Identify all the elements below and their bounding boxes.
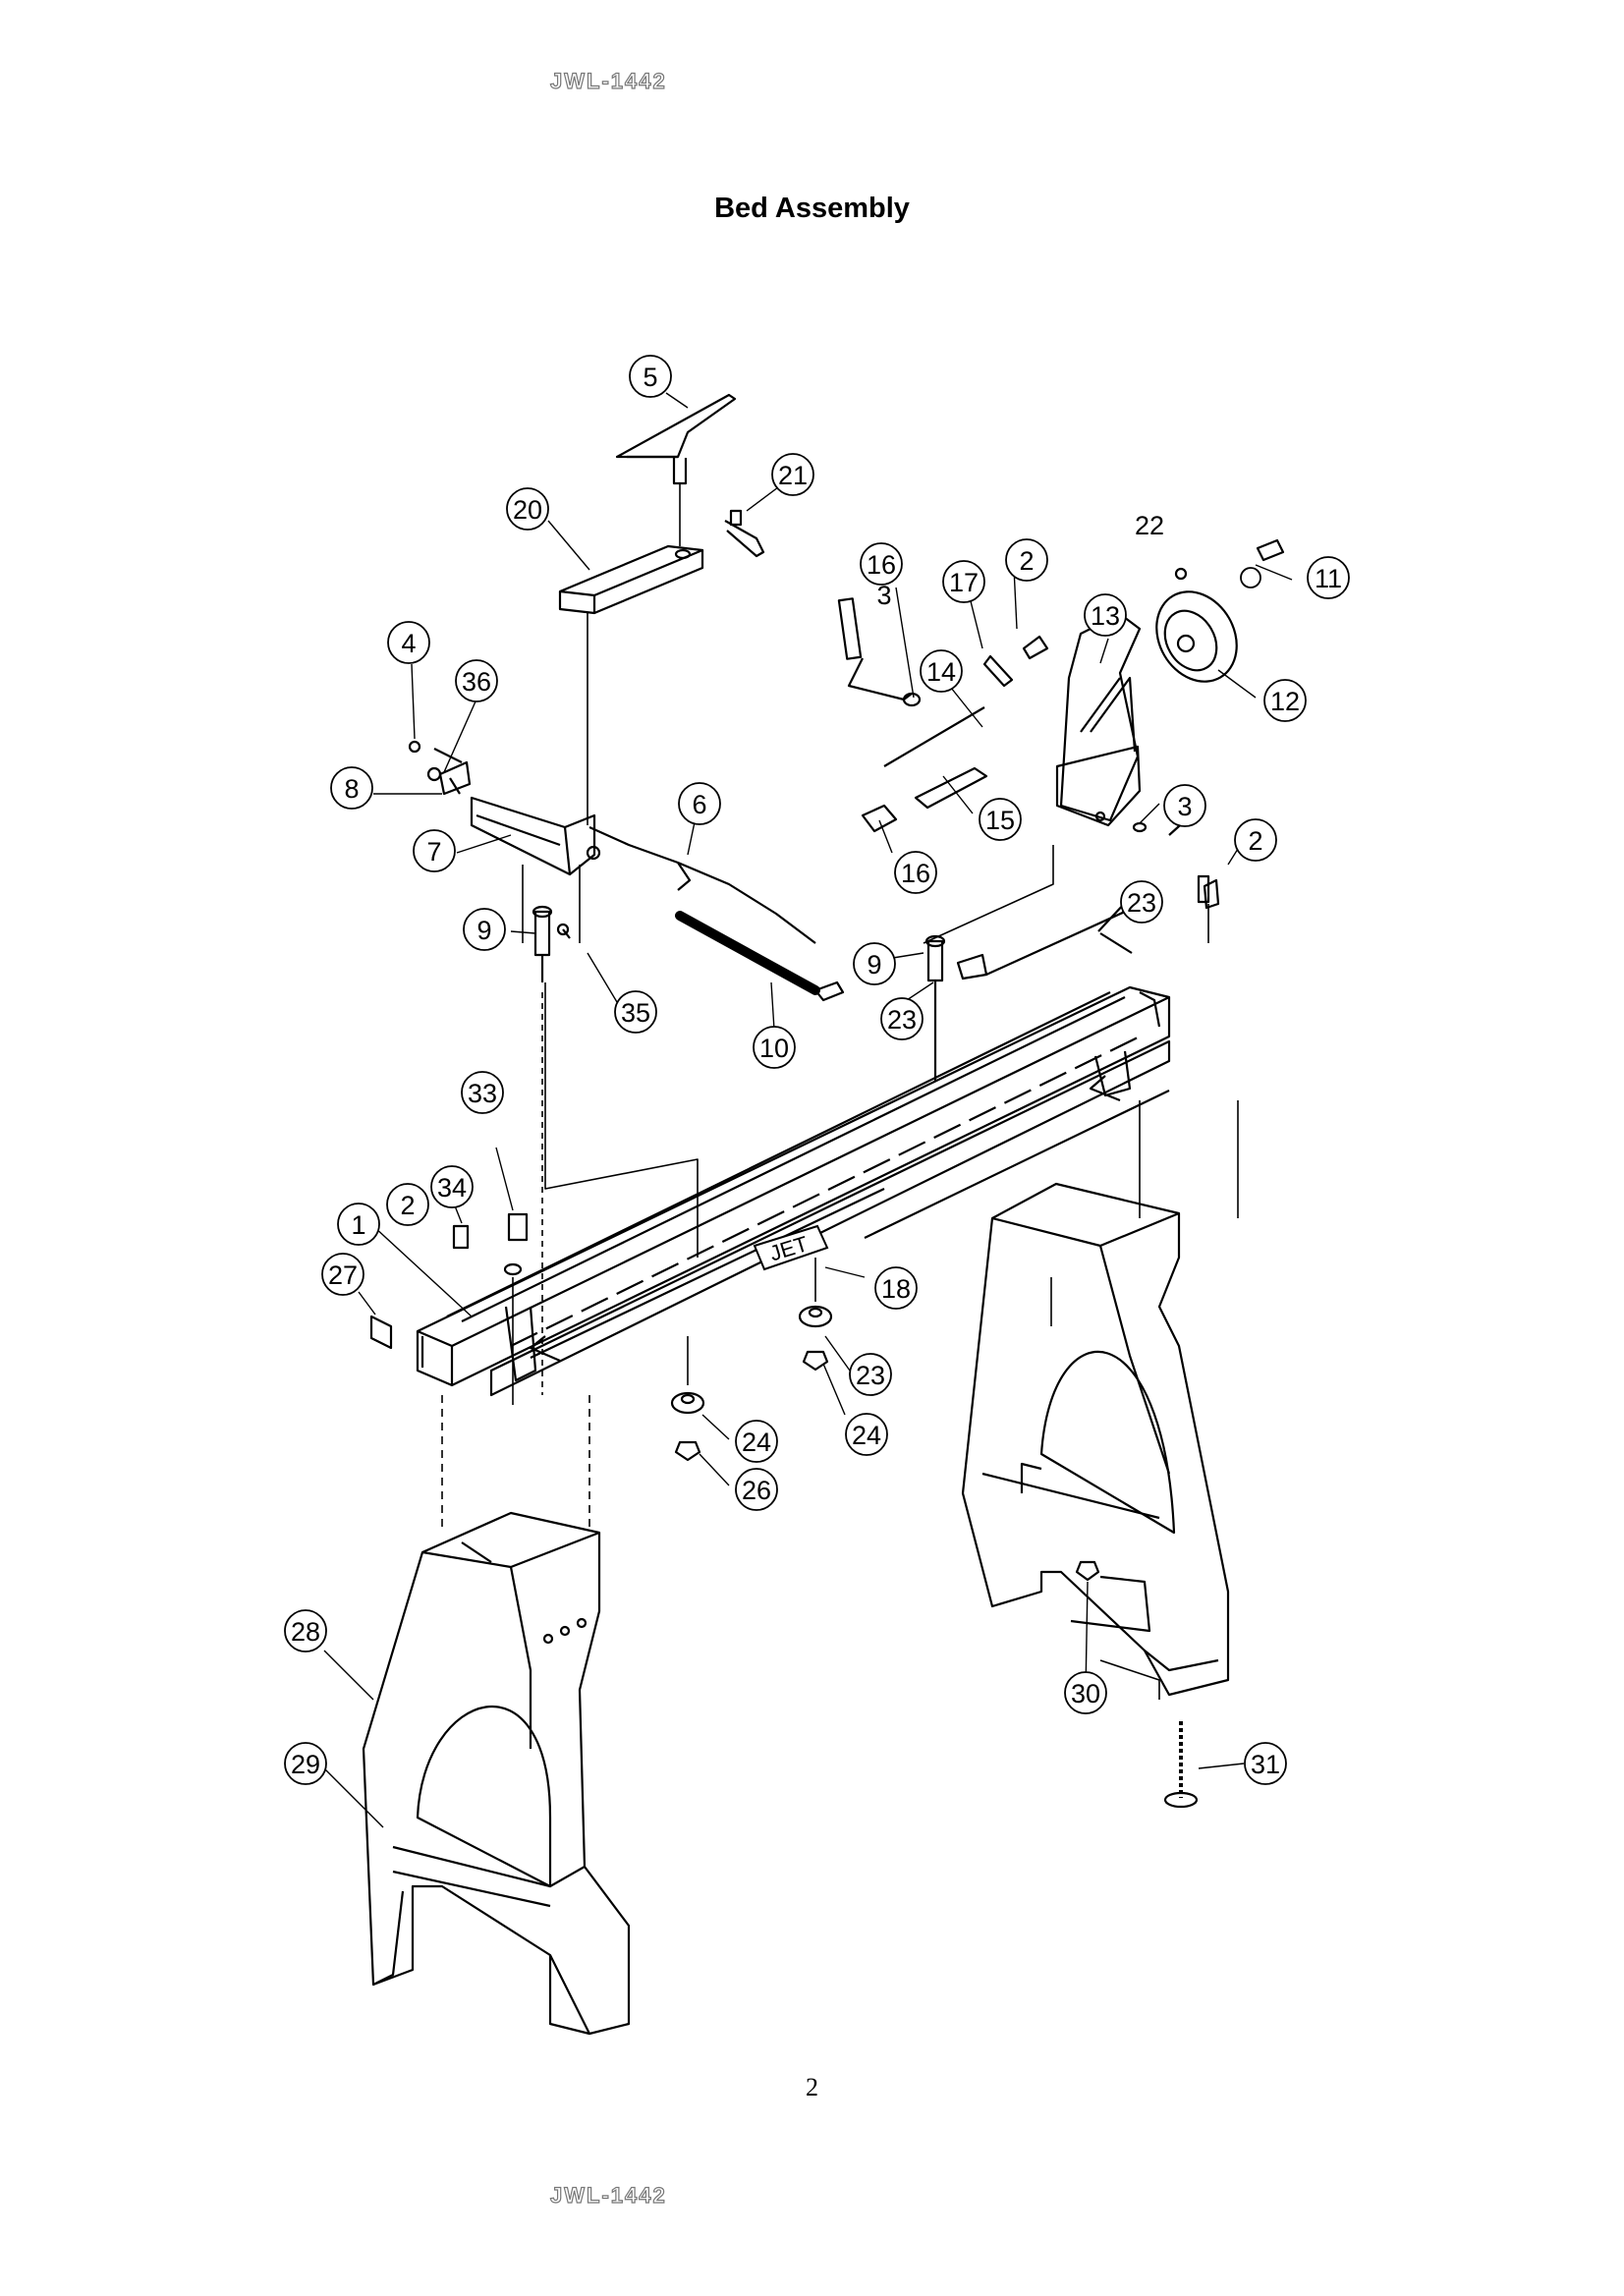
callout-9a: 9 — [476, 916, 491, 945]
header-model-label: JWL-1442 — [549, 68, 667, 93]
callout-20: 22 — [1135, 511, 1164, 540]
page-title: Bed Assembly — [714, 193, 910, 224]
callout-27: 21 — [778, 461, 808, 490]
callout-29: 28 — [291, 1617, 320, 1647]
callout-2c: 2 — [400, 1191, 415, 1220]
callout-16: 16 — [901, 859, 930, 888]
callout-35: 35 — [621, 998, 650, 1028]
lock-bolt-parts — [532, 894, 1160, 1081]
callout-22: 23 — [1127, 888, 1156, 918]
callout-1: 1 — [351, 1210, 365, 1240]
callout-21: 23 — [887, 1005, 917, 1035]
callout-24a: 24 — [852, 1421, 881, 1450]
footer-model-label: JWL-1442 — [549, 2182, 667, 2208]
tool-rest-base-part — [433, 748, 845, 1002]
callout-13: 13 — [1091, 601, 1120, 631]
callout-2a: 2 — [1019, 546, 1034, 576]
callout-28: 27 — [328, 1260, 358, 1290]
callout-15: 15 — [985, 806, 1015, 835]
callout-4: 4 — [401, 629, 416, 658]
jet-brand-text: JET — [766, 1231, 811, 1265]
callout-26: 20 — [513, 495, 542, 525]
callout-numbers: 5 21 20 4 36 8 6 7 9 35 10 11 12 13 2 17… — [291, 363, 1342, 1779]
callout-5: 5 — [643, 363, 657, 392]
callout-2b: 2 — [1248, 826, 1262, 856]
callout-9b: 9 — [867, 950, 881, 980]
tailstock-small-parts — [837, 538, 1285, 932]
callout-3b: 3 — [1177, 792, 1192, 821]
callout-11: 11 — [1315, 564, 1342, 593]
callout-34: 34 — [437, 1173, 467, 1203]
callout-32: 31 — [1251, 1750, 1280, 1779]
callout-23b: 24 — [742, 1428, 771, 1457]
handwheel-part — [1155, 590, 1238, 683]
hardware-parts — [369, 740, 1210, 1809]
callout-10: 10 — [759, 1034, 789, 1063]
assembly-lines — [441, 483, 1239, 1700]
callout-33: 33 — [468, 1079, 497, 1108]
callout-23a: 23 — [856, 1361, 885, 1390]
callout-19: 18 — [881, 1274, 911, 1304]
lever-part — [724, 509, 765, 558]
right-leg-part — [961, 1182, 1230, 1697]
page-number: 2 — [806, 2073, 818, 2101]
lathe-bed-part — [416, 985, 1171, 1397]
callout-6: 6 — [692, 790, 706, 819]
callout-18: 17 — [949, 568, 979, 597]
banjo-arm-part — [558, 544, 704, 615]
callout-7: 7 — [426, 837, 441, 867]
callout-8: 8 — [344, 774, 359, 804]
callout-36: 36 — [462, 667, 491, 697]
tailstock-part — [1055, 612, 1142, 827]
callout-31: 30 — [1071, 1679, 1100, 1708]
callout-3a: 3 — [876, 581, 891, 610]
callout-circles — [284, 355, 1350, 1785]
tool-rest-part — [615, 393, 737, 485]
left-leg-part — [362, 1511, 631, 2036]
callout-24b: 26 — [742, 1476, 771, 1505]
callout-14: 14 — [926, 657, 956, 687]
callout-17: 16 — [867, 550, 896, 580]
callout-12: 12 — [1270, 687, 1300, 716]
callout-30: 29 — [291, 1750, 320, 1779]
